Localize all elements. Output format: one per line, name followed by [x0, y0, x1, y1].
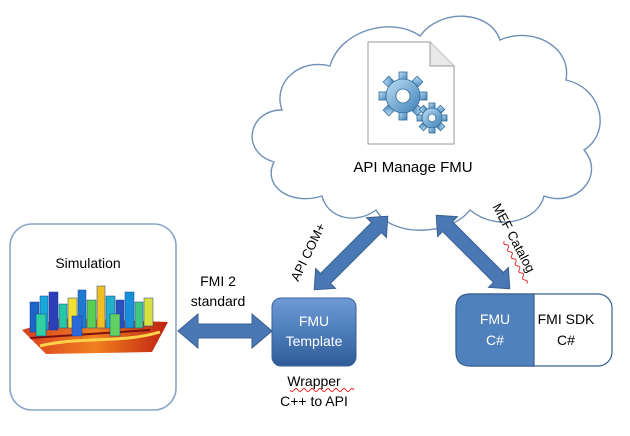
fmi-double-arrow: [177, 312, 273, 350]
fmu-csharp-line2: C#: [486, 332, 504, 348]
wrapper-caption-line1: Wrapper: [287, 373, 341, 389]
fmu-csharp-box: [455, 293, 535, 367]
simulation-title: Simulation: [55, 255, 120, 271]
simulation-heatmap-3d-icon: [22, 285, 168, 354]
wrapper-caption-line2: C++ to API: [280, 393, 348, 409]
mef-catalog-double-arrow: [435, 214, 511, 290]
fmu-template-line1: FMU: [299, 313, 329, 329]
spellcheck-underline: [289, 388, 355, 392]
api-com-double-arrow: [313, 215, 389, 291]
fmu-template-line2: Template: [286, 333, 343, 349]
spellcheck-underline: [503, 240, 528, 284]
fmi-sdk-line2: C#: [557, 332, 575, 348]
fmi-link-label-line2: standard: [191, 293, 245, 309]
fmu-csharp-line1: FMU: [480, 311, 510, 327]
fmi-link-label-line1: FMI 2: [200, 273, 236, 289]
cloud-label: API Manage FMU: [353, 159, 472, 176]
fmu-template-box: [271, 297, 357, 367]
fmi-sdk-line1: FMI SDK: [538, 311, 595, 327]
document-gears-icon: [367, 41, 455, 145]
